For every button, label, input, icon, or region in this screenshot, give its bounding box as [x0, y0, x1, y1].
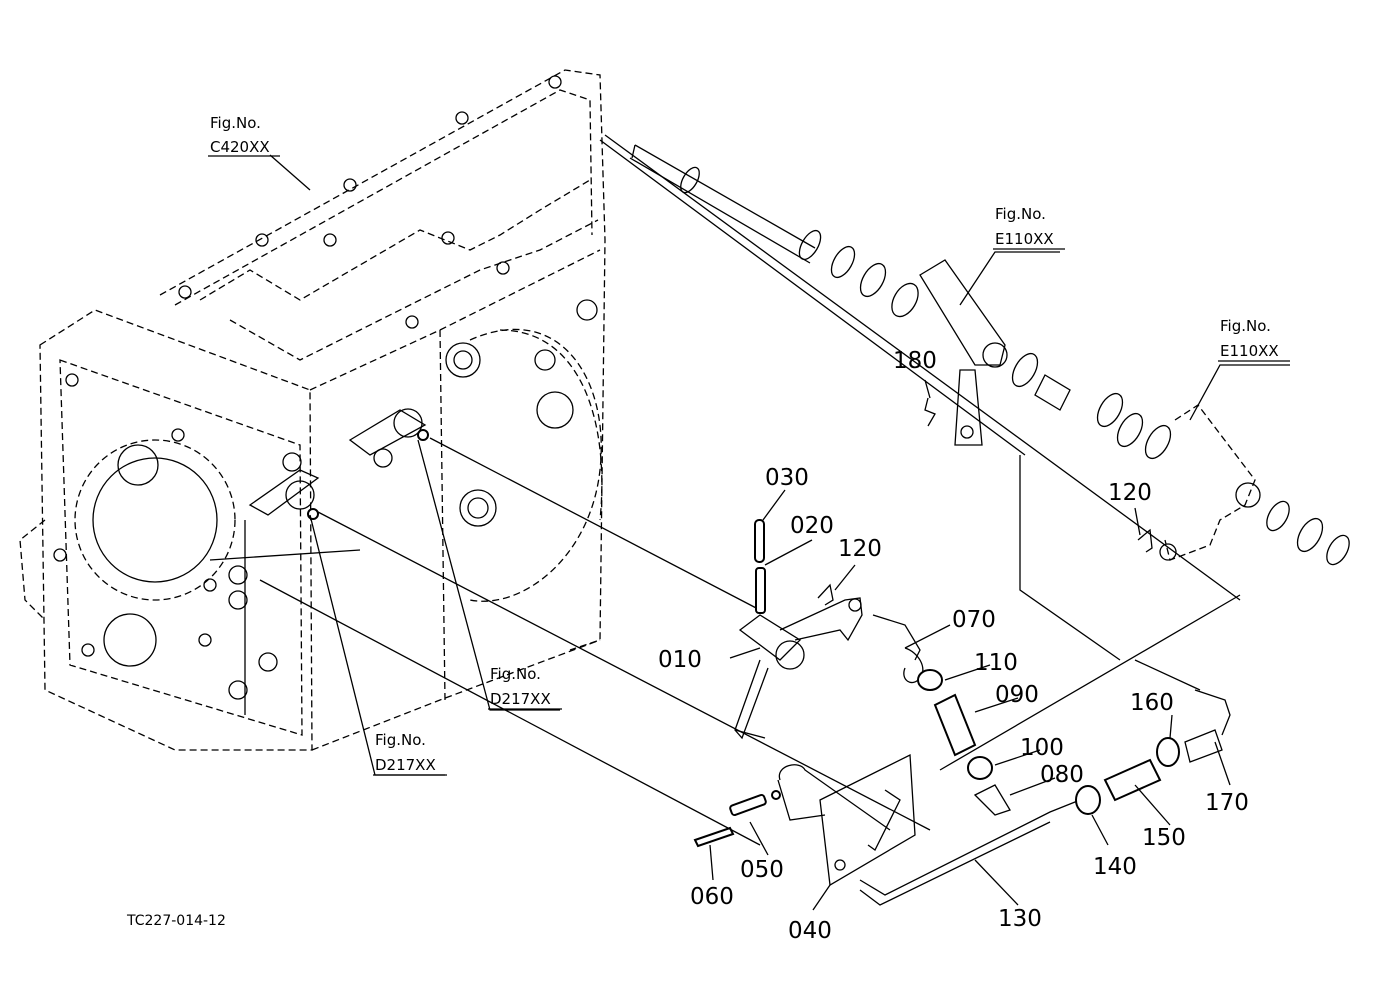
fig-ref-title: Fig.No.	[1220, 317, 1271, 335]
fig-ref-code: C420XX	[210, 138, 270, 156]
part-label-040: 040	[788, 918, 832, 944]
fig-ref-e110-right: Fig.No. E110XX	[1218, 317, 1290, 362]
part-label-130: 130	[998, 906, 1042, 932]
part-label-140: 140	[1093, 854, 1137, 880]
diagram-caption: TC227-014-12	[126, 913, 226, 929]
fig-ref-title: Fig.No.	[375, 731, 426, 749]
part-label-160: 160	[1130, 690, 1174, 716]
part-label-080: 080	[1040, 762, 1084, 788]
fig-ref-code: D217XX	[375, 756, 436, 774]
part-label-070: 070	[952, 607, 996, 633]
fig-ref-code: D217XX	[490, 690, 551, 708]
fig-ref-code: E110XX	[1220, 342, 1279, 360]
part-label-180: 180	[893, 348, 937, 374]
part-label-110: 110	[974, 650, 1018, 676]
part-label-150: 150	[1142, 825, 1186, 851]
fig-ref-d217-lower: Fig.No. D217XX	[373, 731, 447, 776]
fig-ref-c420: Fig.No. C420XX	[208, 114, 280, 157]
fig-ref-e110-upper: Fig.No. E110XX	[993, 205, 1065, 250]
part-label-020: 020	[790, 513, 834, 539]
part-label-050: 050	[740, 857, 784, 883]
transmission-housing	[19, 69, 931, 831]
part-label-120-upper: 120	[1108, 480, 1152, 506]
fig-ref-d217-upper: Fig.No. D217XX	[488, 665, 562, 710]
part-label-100: 100	[1020, 735, 1064, 761]
part-label-090: 090	[995, 682, 1039, 708]
fig-ref-title: Fig.No.	[210, 114, 261, 132]
part-label-010: 010	[658, 647, 702, 673]
part-label-170: 170	[1205, 790, 1249, 816]
part-label-060: 060	[690, 884, 734, 910]
upper-shaft-assembly	[599, 134, 1350, 601]
fig-ref-title: Fig.No.	[490, 665, 541, 683]
part-label-120-lower: 120	[838, 536, 882, 562]
part-label-030: 030	[765, 465, 809, 491]
fig-ref-code: E110XX	[995, 230, 1054, 248]
lower-linkage-assembly	[259, 455, 1241, 906]
fig-ref-title: Fig.No.	[995, 205, 1046, 223]
